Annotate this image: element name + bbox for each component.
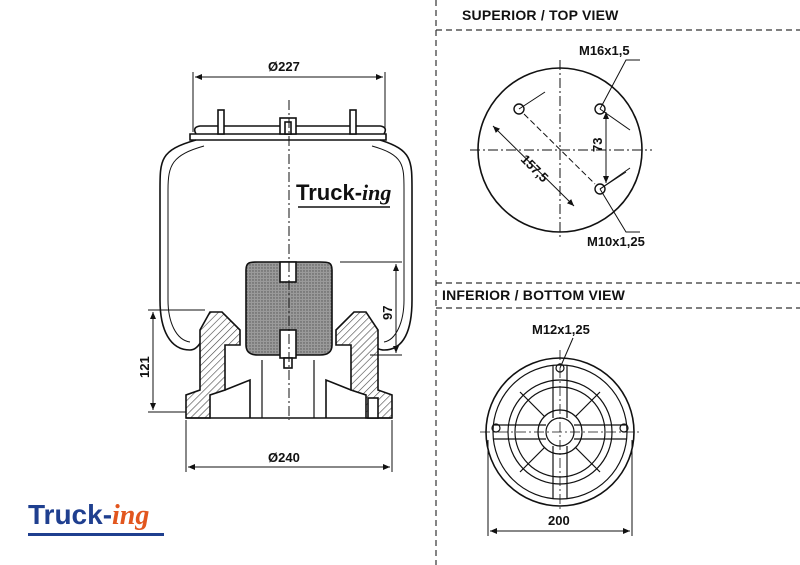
dim-bottom-diameter-label: Ø240 — [268, 450, 300, 465]
top-hole-upper-left — [513, 103, 525, 115]
bottom-view-title: INFERIOR / BOTTOM VIEW — [442, 287, 626, 303]
dim-height-121 — [148, 309, 205, 413]
bottom-hole-left — [491, 423, 501, 433]
bellow-logo: Truck-ing — [296, 180, 391, 208]
top-plate — [189, 133, 387, 141]
bottom-hole-right — [619, 423, 629, 433]
view-separators — [435, 0, 800, 565]
top-thread-m10: M10x1,25 — [587, 234, 645, 249]
top-hole-lower-right — [594, 183, 606, 195]
top-hole-upper-right — [594, 103, 606, 115]
top-studs — [217, 109, 357, 135]
top-thread-m16: M16x1,5 — [579, 43, 630, 58]
top-pitch-157: 157,5 — [518, 152, 552, 186]
bottom-view-drawing — [480, 337, 640, 536]
bumper — [245, 261, 333, 356]
top-view-title: SUPERIOR / TOP VIEW — [462, 7, 619, 23]
dim-top-diameter-label: Ø227 — [268, 59, 300, 74]
top-offset-73: 73 — [590, 138, 605, 152]
bottom-thread-m12: M12x1,25 — [532, 322, 590, 337]
brand-logo: Truck-ing — [28, 499, 164, 536]
svg-text:Truck-ing: Truck-ing — [296, 180, 391, 205]
dim-bottom-diameter — [185, 420, 393, 472]
dim-height-97-label: 97 — [380, 306, 395, 320]
piston-left — [185, 311, 241, 419]
bottom-hole-top — [555, 363, 565, 373]
dim-height-97 — [340, 261, 402, 356]
piston-right — [335, 311, 393, 419]
bottom-width-200: 200 — [548, 513, 570, 528]
svg-text:Truck-ing: Truck-ing — [28, 499, 149, 531]
air-spring-section-view — [159, 109, 413, 419]
dim-height-121-label: 121 — [137, 356, 152, 378]
top-view-drawing — [470, 59, 652, 240]
dim-top-diameter — [192, 72, 386, 132]
